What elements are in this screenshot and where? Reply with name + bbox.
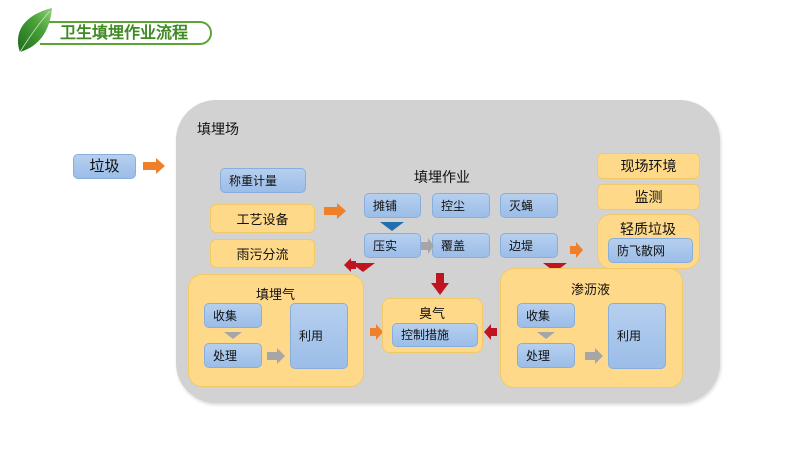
stormwater-label: 雨污分流 bbox=[236, 248, 289, 263]
garbage-label: 垃圾 bbox=[89, 157, 120, 175]
monitor-box: 监测 bbox=[597, 184, 700, 210]
gas-use-box: 利用 bbox=[290, 303, 348, 369]
leachate-collect-label: 收集 bbox=[526, 308, 551, 323]
red-arrow-left-icon bbox=[344, 258, 356, 272]
landfill-gas-title: 填埋气 bbox=[256, 288, 296, 303]
light-waste-label: 轻质垃圾 bbox=[620, 222, 676, 238]
leachate-treat-label: 处理 bbox=[526, 348, 551, 363]
red-arrow-left-icon bbox=[484, 324, 497, 340]
leachate-collect-box: 收集 bbox=[517, 303, 575, 328]
op-step-compact: 压实 bbox=[364, 233, 421, 258]
orange-arrow-right-icon bbox=[143, 158, 165, 174]
op-step-label: 边堤 bbox=[509, 238, 534, 253]
odor-control-box: 控制措施 bbox=[392, 323, 478, 347]
operation-title: 填埋作业 bbox=[414, 170, 470, 186]
site-env-label: 现场环境 bbox=[620, 159, 677, 175]
leachate-use-label: 利用 bbox=[617, 329, 642, 343]
orange-arrow-right-icon bbox=[370, 324, 383, 340]
gas-treat-box: 处理 bbox=[204, 343, 262, 368]
odor-title: 臭气 bbox=[419, 307, 446, 322]
op-step-label: 摊铺 bbox=[373, 198, 398, 213]
leachate-title: 渗沥液 bbox=[571, 283, 611, 298]
gas-treat-label: 处理 bbox=[213, 348, 238, 363]
title-banner bbox=[40, 21, 212, 45]
red-arrow-down-icon bbox=[431, 273, 449, 295]
op-step-dust: 控尘 bbox=[432, 193, 490, 218]
anti-scatter-net-box: 防飞散网 bbox=[608, 238, 693, 263]
weighing-label: 称重计量 bbox=[229, 173, 278, 188]
gas-collect-box: 收集 bbox=[204, 303, 262, 328]
op-step-cover: 覆盖 bbox=[432, 233, 490, 258]
op-step-spread: 摊铺 bbox=[364, 193, 421, 218]
gas-use-label: 利用 bbox=[299, 329, 324, 343]
odor-control-label: 控制措施 bbox=[401, 328, 450, 342]
orange-arrow-right-icon bbox=[570, 242, 583, 258]
landfill-title: 填埋场 bbox=[197, 122, 239, 138]
monitor-label: 监测 bbox=[634, 190, 663, 206]
gas-collect-label: 收集 bbox=[213, 308, 238, 323]
gray-arrow-right-icon bbox=[585, 348, 603, 364]
op-step-label: 灭蝇 bbox=[509, 198, 534, 213]
equipment-box: 工艺设备 bbox=[210, 204, 315, 233]
blue-arrow-down-icon bbox=[380, 222, 404, 231]
leaf-icon bbox=[17, 8, 53, 53]
site-env-box: 现场环境 bbox=[597, 153, 700, 179]
op-step-label: 控尘 bbox=[441, 198, 466, 213]
page-title: 卫生填埋作业流程 bbox=[60, 23, 189, 42]
leachate-use-box: 利用 bbox=[608, 303, 666, 369]
gray-arrow-down-icon bbox=[224, 332, 242, 339]
anti-scatter-net-label: 防飞散网 bbox=[617, 243, 666, 258]
op-step-fly: 灭蝇 bbox=[500, 193, 558, 218]
gray-arrow-right-icon bbox=[421, 238, 434, 254]
gray-arrow-right-icon bbox=[267, 348, 285, 364]
red-arrow-down-icon bbox=[543, 263, 567, 272]
equipment-label: 工艺设备 bbox=[236, 213, 289, 228]
weighing-box: 称重计量 bbox=[220, 168, 306, 193]
op-step-label: 覆盖 bbox=[441, 238, 466, 253]
op-step-label: 压实 bbox=[373, 238, 398, 253]
stormwater-box: 雨污分流 bbox=[210, 239, 315, 268]
garbage-box: 垃圾 bbox=[73, 154, 136, 179]
leachate-treat-box: 处理 bbox=[517, 343, 575, 368]
gray-arrow-down-icon bbox=[537, 332, 555, 339]
op-step-embankment: 边堤 bbox=[500, 233, 558, 258]
red-arrow-down-icon bbox=[351, 263, 375, 272]
orange-arrow-right-icon bbox=[324, 203, 346, 219]
